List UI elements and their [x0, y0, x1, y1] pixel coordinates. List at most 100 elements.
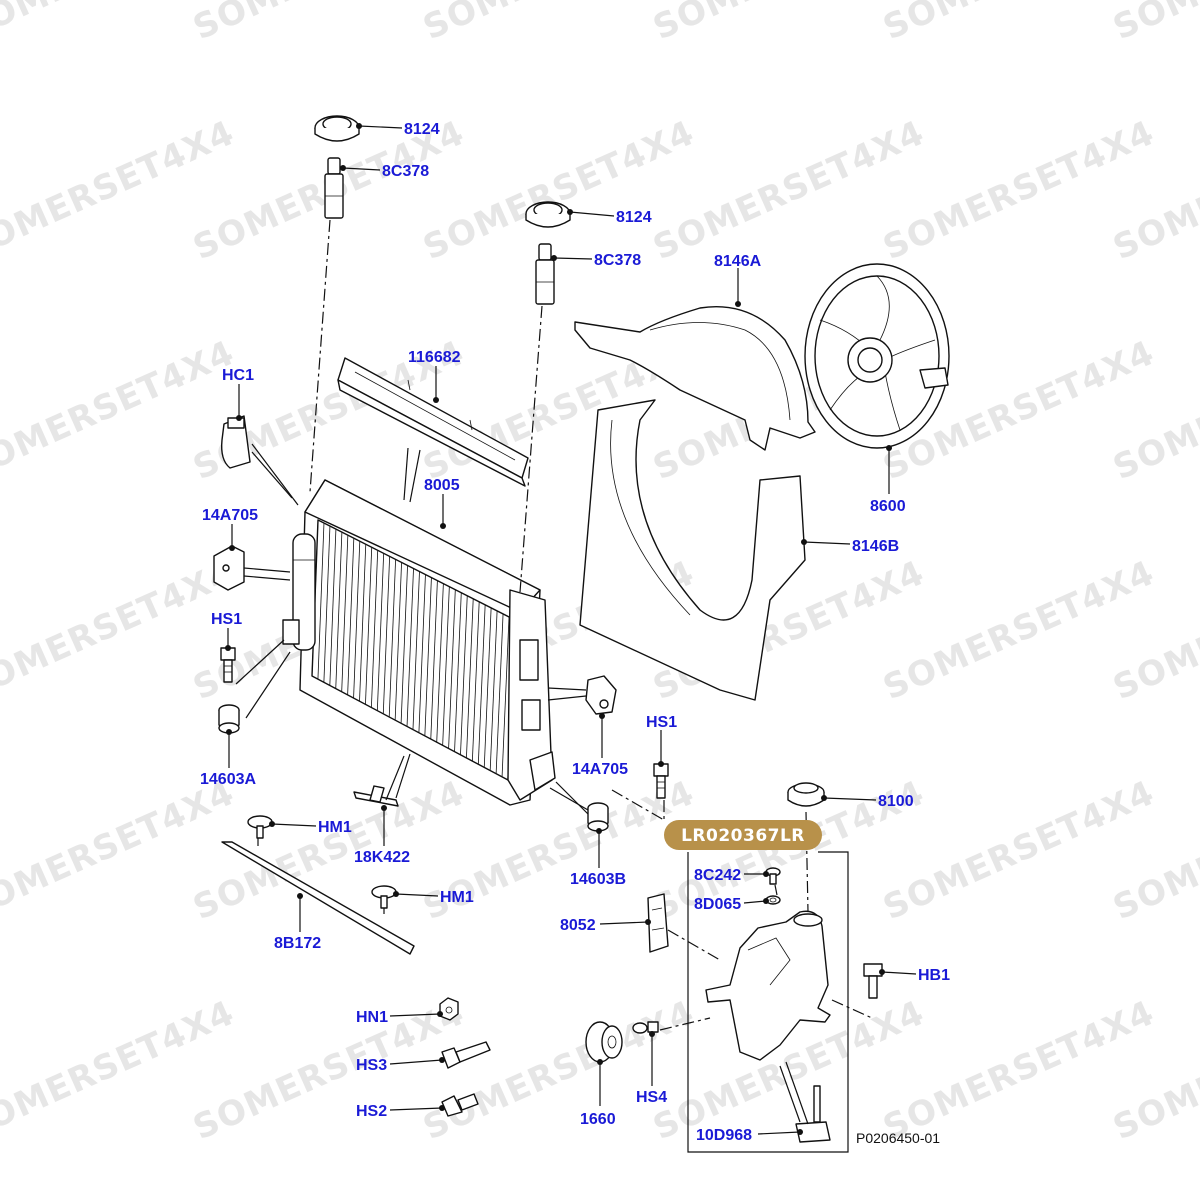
radiator-fin [388, 559, 397, 717]
radiator-fin [317, 523, 325, 680]
radiator-fin [460, 595, 468, 755]
radiator-fin [341, 535, 349, 692]
callout-HS2[interactable]: HS2 [356, 1103, 387, 1120]
callout-8052[interactable]: 8052 [560, 917, 596, 934]
grommet-1660[interactable] [585, 1021, 623, 1063]
callout-HM1-upper[interactable]: HM1 [318, 819, 352, 836]
callout-8B172[interactable]: 8B172 [274, 935, 321, 952]
radiator-fin [418, 574, 426, 733]
radiator-fin [477, 604, 486, 765]
callout-116682[interactable]: 116682 [408, 349, 461, 366]
screw-HS1-left[interactable] [220, 647, 236, 683]
callout-10D968[interactable]: 10D968 [696, 1127, 752, 1144]
shroud-upper-8146A[interactable] [574, 306, 816, 451]
radiator-fin [442, 586, 450, 746]
bolt-HB1[interactable] [863, 963, 883, 999]
highlight-part-badge[interactable]: LR020367LR [664, 820, 822, 850]
radiator-fin [335, 532, 343, 689]
seal-8B172[interactable] [221, 841, 415, 955]
cap-8100[interactable] [787, 782, 825, 807]
cap-8124-left[interactable] [314, 115, 360, 142]
callout-8124-right[interactable]: 8124 [616, 209, 652, 226]
callout-8C242[interactable]: 8C242 [694, 867, 741, 884]
bracket-18K422[interactable] [353, 785, 399, 807]
clip-HM1-lower[interactable] [371, 885, 397, 909]
mount-14603B[interactable] [587, 802, 609, 832]
radiator-fin [353, 541, 361, 699]
radiator-fin [501, 616, 510, 777]
expansion-tank[interactable] [705, 910, 831, 1061]
radiator-fin [359, 544, 367, 702]
bracket-14A705-left[interactable] [213, 545, 245, 591]
radiator-fin [454, 592, 462, 752]
tank-group-frame [687, 851, 849, 1153]
screw-HS4[interactable] [632, 1021, 659, 1034]
radiator-fin [412, 571, 420, 730]
radiator-fin [430, 580, 438, 740]
radiator-fin [370, 550, 379, 708]
callout-14A705-right[interactable]: 14A705 [572, 761, 628, 778]
radiator-8005[interactable] [282, 479, 556, 806]
callout-HN1[interactable]: HN1 [356, 1009, 388, 1026]
mount-14603A[interactable] [218, 704, 240, 734]
sleeve-8C378-right[interactable] [535, 243, 555, 305]
callout-8005[interactable]: 8005 [424, 477, 460, 494]
callout-HM1-lower[interactable]: HM1 [440, 889, 474, 906]
nut-HN1[interactable] [439, 997, 459, 1021]
callout-HS1-right[interactable]: HS1 [646, 714, 677, 731]
clip-HM1-upper[interactable] [247, 815, 273, 839]
callout-8146B[interactable]: 8146B [852, 538, 899, 555]
callout-8C378-left[interactable]: 8C378 [382, 163, 429, 180]
callout-14A705-left[interactable]: 14A705 [202, 507, 258, 524]
screw-HS1-right[interactable] [653, 763, 669, 799]
radiator-fin [436, 583, 444, 743]
radiator-fin [365, 547, 373, 705]
radiator-fin [400, 565, 408, 724]
clip-HC1[interactable] [220, 415, 251, 469]
radiator-fin [471, 601, 480, 762]
leader-lines [235, 219, 873, 1125]
callout-8100[interactable]: 8100 [878, 793, 914, 810]
radiator-fin [424, 577, 432, 736]
radiator-fin [448, 589, 456, 749]
callout-HB1[interactable]: HB1 [918, 967, 950, 984]
radiator-fin [483, 607, 492, 768]
callout-8124-left[interactable]: 8124 [404, 121, 440, 138]
bracket-116682[interactable] [337, 357, 529, 487]
sensor-10D968[interactable] [795, 1085, 831, 1143]
callout-14603B[interactable]: 14603B [570, 871, 626, 888]
radiator-fin [406, 568, 414, 727]
radiator-fin [394, 562, 402, 721]
radiator-fin [466, 598, 474, 758]
callout-labels: 8124 8C378 8124 8C378 8146A 116682 HC1 8… [200, 121, 950, 1144]
callout-HS4[interactable]: HS4 [636, 1089, 667, 1106]
callout-1660[interactable]: 1660 [580, 1111, 616, 1128]
shroud-lower-8146B[interactable] [579, 399, 806, 701]
radiator-fin [329, 529, 337, 686]
highlight-part-code: LR020367LR [681, 826, 805, 846]
callout-8D065[interactable]: 8D065 [694, 896, 741, 913]
radiator-fin [323, 526, 331, 683]
screw-HS3[interactable] [441, 1041, 491, 1069]
callout-HS3[interactable]: HS3 [356, 1057, 387, 1074]
radiator-fin [382, 556, 391, 714]
bracket-14A705-right[interactable] [585, 675, 617, 715]
callout-18K422[interactable]: 18K422 [354, 849, 410, 866]
callout-14603A[interactable]: 14603A [200, 771, 256, 788]
screw-HS2[interactable] [441, 1093, 479, 1117]
callout-HC1[interactable]: HC1 [222, 367, 254, 384]
bracket-8052[interactable] [647, 893, 669, 953]
radiator-fin [495, 613, 504, 774]
radiator-fin [489, 610, 498, 771]
callout-8146A[interactable]: 8146A [714, 253, 762, 270]
sleeve-8C378-left[interactable] [324, 157, 344, 219]
watermark-text: SOMERSET4X4 [1107, 0, 1200, 48]
callout-8600[interactable]: 8600 [870, 498, 906, 515]
callout-HS1-left[interactable]: HS1 [211, 611, 242, 628]
callout-8C378-right[interactable]: 8C378 [594, 252, 641, 269]
callout-pointers [225, 123, 917, 1135]
cap-8124-right[interactable] [525, 201, 571, 228]
radiator-fin [376, 553, 385, 711]
cooling-fan-8600[interactable] [804, 263, 950, 449]
